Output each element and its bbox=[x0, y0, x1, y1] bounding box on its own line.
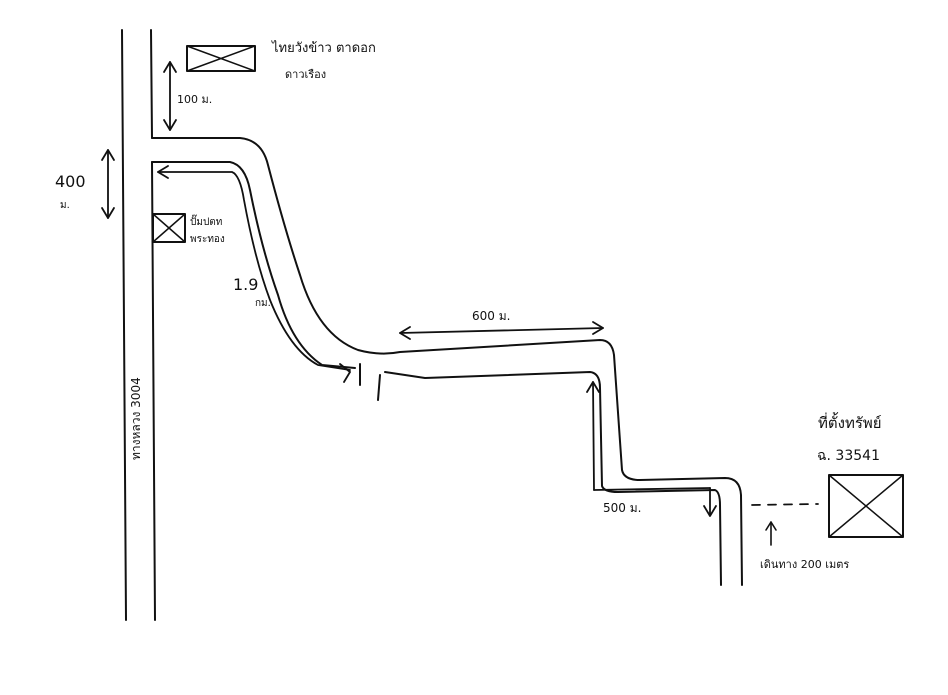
distance-600m-arrow bbox=[399, 321, 604, 340]
destination-label: ที่ตั้งทรัพย์ bbox=[818, 412, 882, 432]
landmark-mid-label: ปั๊มปตท bbox=[190, 214, 222, 228]
route-arrow-up bbox=[586, 381, 717, 517]
walk-200m-arrow bbox=[765, 521, 777, 546]
side-road bbox=[151, 137, 743, 586]
distance-100m-label: 100 ม. bbox=[177, 93, 212, 106]
landmark-top-label: ไทยวังข้าว ตาดอก bbox=[271, 40, 376, 56]
deed-number: ฉ. 33541 bbox=[817, 448, 880, 464]
distance-400m-arrow bbox=[101, 149, 115, 219]
destination-connector bbox=[751, 503, 819, 506]
distance-1-9km-label: 1.9 bbox=[233, 275, 258, 294]
distance-100m-arrow bbox=[163, 61, 177, 131]
distance-600m-label: 600 ม. bbox=[472, 309, 510, 323]
walk-200m-label: เดินทาง 200 เมตร bbox=[760, 558, 849, 571]
highway bbox=[121, 29, 156, 621]
distance-500m-label: 500 ม. bbox=[603, 501, 641, 515]
distance-400m-unit: ม. bbox=[60, 200, 70, 211]
destination-box bbox=[828, 474, 904, 538]
distance-400m-label: 400 bbox=[55, 172, 86, 191]
landmark-mid-sub: พระทอง bbox=[190, 234, 225, 245]
distance-1-9km-unit: กม. bbox=[255, 298, 271, 309]
direction-arrow-top bbox=[157, 165, 351, 383]
gas-station-box bbox=[152, 213, 186, 243]
landmark-top-sub: ดาวเรือง bbox=[285, 68, 326, 81]
highway-label: ทางหลวง 3004 bbox=[129, 377, 143, 460]
landmark-top-box bbox=[186, 45, 256, 72]
